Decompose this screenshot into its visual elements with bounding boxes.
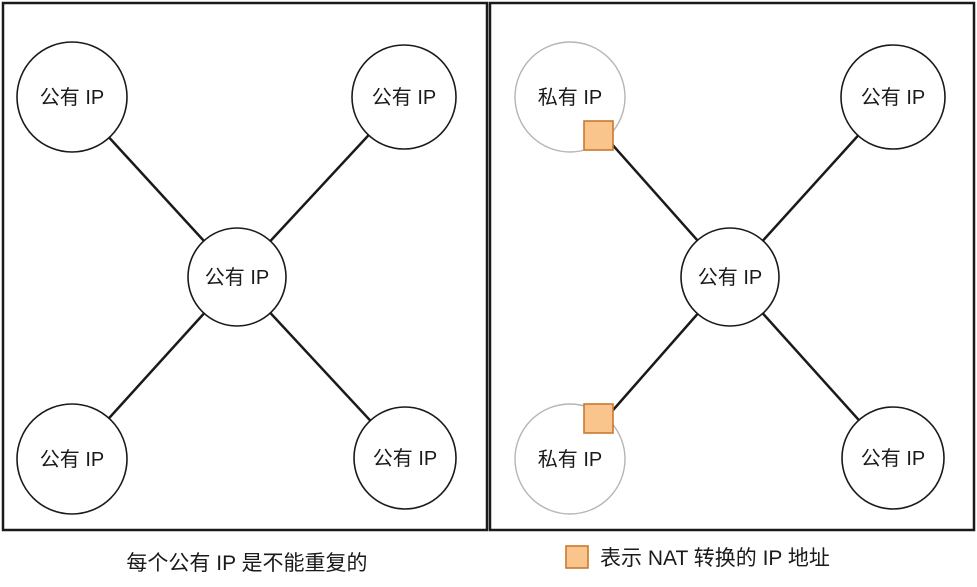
node-label: 公有 IP (861, 447, 925, 470)
left-node-top-left: 公有 IP (16, 41, 128, 153)
nat-marker-icon (583, 120, 614, 151)
nat-marker-icon (583, 403, 614, 434)
node-circle (841, 406, 945, 510)
node-circle (840, 44, 946, 150)
left-node-bottom-left: 公有 IP (16, 403, 128, 515)
node-label: 公有 IP (372, 86, 436, 109)
node-label: 公有 IP (698, 266, 762, 289)
node-label: 公有 IP (205, 266, 269, 289)
node-circle (187, 227, 287, 327)
node-label: 公有 IP (40, 86, 104, 109)
right-node-bottom-right: 公有 IP (841, 406, 945, 510)
node-circle (16, 403, 128, 515)
node-circle (680, 227, 780, 327)
node-label: 私有 IP (538, 448, 602, 471)
left-panel-caption: 每个公有 IP 是不能重复的 (126, 552, 367, 575)
right-node-top-right: 公有 IP (840, 44, 946, 150)
node-circle (16, 41, 128, 153)
left-node-bottom-right: 公有 IP (353, 406, 457, 510)
nat-legend-icon (565, 545, 589, 569)
node-circle (351, 44, 457, 150)
node-label: 公有 IP (373, 447, 437, 470)
left-node-top-right: 公有 IP (351, 44, 457, 150)
nat-legend-label: 表示 NAT 转换的 IP 地址 (600, 547, 830, 570)
node-label: 公有 IP (861, 86, 925, 109)
node-label: 公有 IP (40, 448, 104, 471)
node-label: 私有 IP (538, 86, 602, 109)
left-panel-border (1, 1, 489, 532)
node-circle (353, 406, 457, 510)
right-node-center: 公有 IP (680, 227, 780, 327)
left-node-center: 公有 IP (187, 227, 287, 327)
right-panel-border (488, 1, 976, 532)
